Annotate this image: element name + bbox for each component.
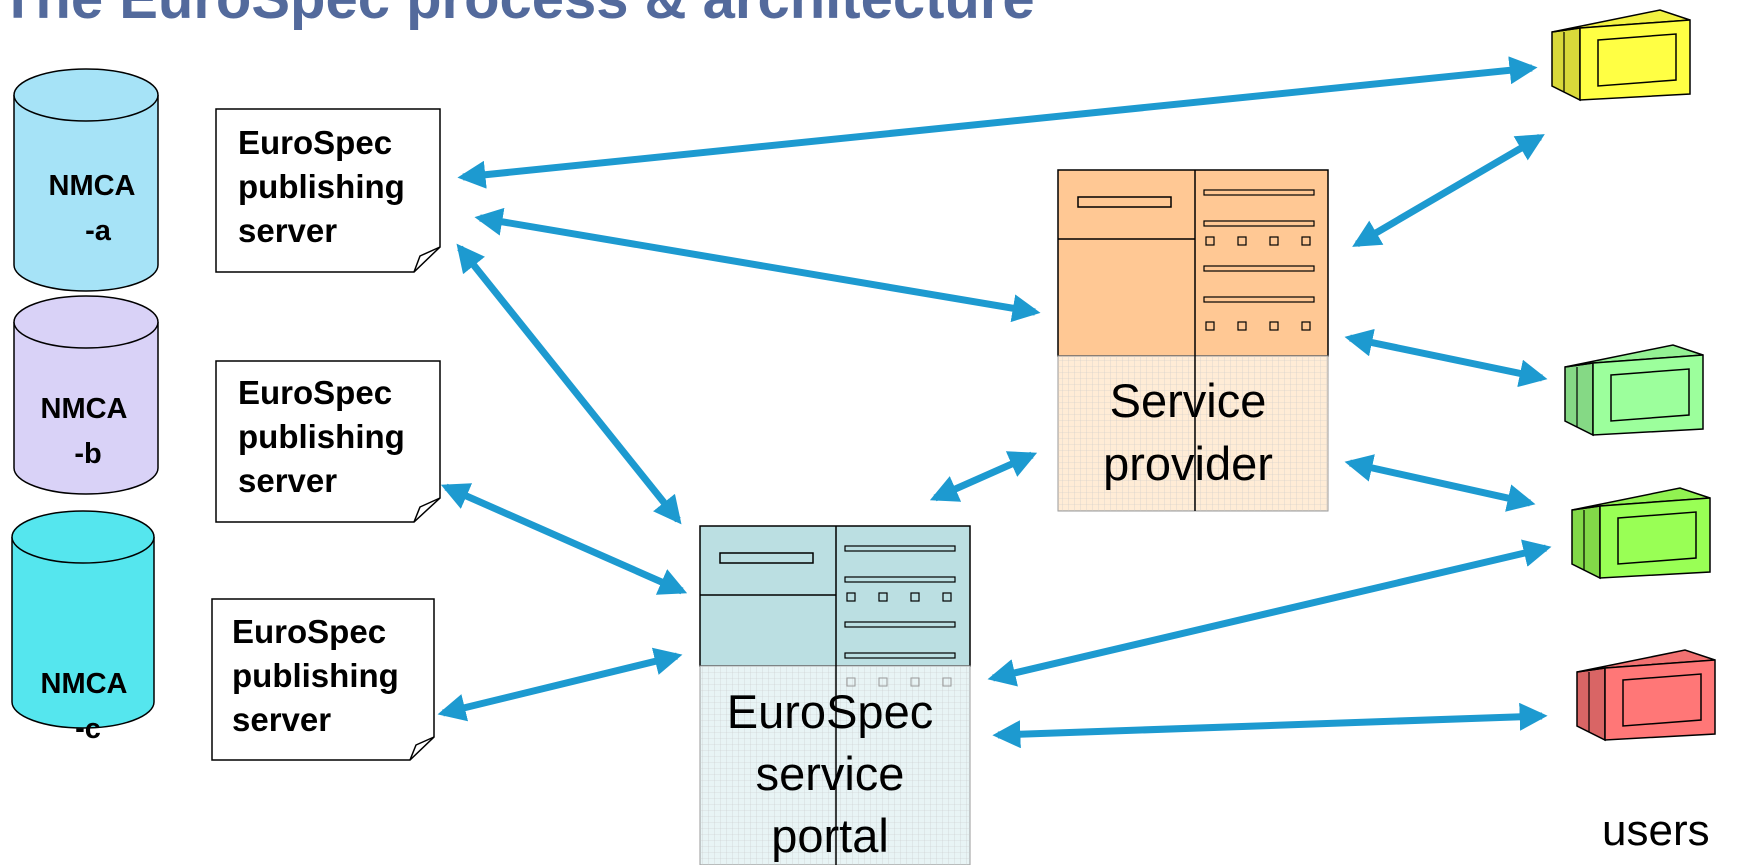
database-label-line1: NMCA: [49, 170, 136, 202]
service-portal-label-line3: portal: [771, 809, 889, 862]
user-terminal-icon: [1576, 649, 1716, 742]
user-terminal-icon: [1564, 344, 1704, 437]
arrow-provider-to-user-3: [1344, 454, 1536, 512]
server-label-line2: publishing: [238, 418, 405, 455]
arrow-portal-to-provider: [929, 451, 1038, 502]
publishing-server-b: EuroSpec publishing server: [215, 360, 441, 523]
arrow-portal-to-user-3: [987, 539, 1552, 687]
arrow-server-a-to-portal: [456, 243, 682, 525]
database-top: [13, 68, 159, 122]
database-nmca-c: NMCA -c: [11, 510, 155, 745]
users-label: users: [1602, 806, 1710, 855]
database-nmca-b: NMCA -b: [13, 295, 159, 495]
database-label-line2: -b: [74, 438, 101, 470]
server-label-line2: publishing: [238, 168, 405, 205]
service-provider-label-line1: Service: [1110, 374, 1267, 427]
server-label-line3: server: [238, 212, 337, 249]
server-label-line1: EuroSpec: [238, 124, 392, 161]
arrow-server-a-to-provider: [474, 207, 1041, 323]
user-terminal-icon: [1571, 487, 1711, 580]
arrow-server-a-to-user-1: [457, 56, 1538, 189]
page-title: The EuroSpec process & architecture: [0, 0, 1035, 28]
arrow-server-b-to-portal: [440, 483, 688, 595]
user-terminal-icon: [1551, 9, 1691, 102]
service-portal-label-line1: EuroSpec: [727, 685, 933, 738]
connection-arrows: [437, 56, 1552, 749]
database-label-line2: -a: [85, 215, 112, 247]
database-body: [13, 322, 159, 495]
server-label-line3: server: [238, 462, 337, 499]
service-portal: EuroSpec service portal: [699, 525, 971, 865]
publishing-server-a: EuroSpec publishing server: [215, 108, 441, 273]
database-label-line1: NMCA: [41, 393, 128, 425]
arrow-provider-to-user-1: [1352, 133, 1545, 248]
server-label-line1: EuroSpec: [232, 613, 386, 650]
arrow-provider-to-user-2: [1344, 328, 1548, 388]
server-label-line2: publishing: [232, 657, 399, 694]
database-top: [13, 295, 159, 349]
database-nmca-a: NMCA -a: [13, 68, 159, 292]
service-provider-label-line2: provider: [1103, 437, 1273, 490]
database-body: [13, 95, 159, 292]
database-body: [11, 537, 155, 729]
publishing-server-c: EuroSpec publishing server: [211, 598, 435, 761]
server-label-line3: server: [232, 701, 331, 738]
database-top: [11, 510, 155, 564]
service-portal-label-line2: service: [756, 747, 905, 800]
server-label-line1: EuroSpec: [238, 374, 392, 411]
service-provider: Service provider: [1057, 169, 1329, 512]
arrow-server-c-to-portal: [437, 647, 683, 722]
database-label-line2: -c: [75, 713, 101, 745]
arrow-portal-to-user-4: [992, 702, 1548, 749]
database-label-line1: NMCA: [41, 668, 128, 700]
